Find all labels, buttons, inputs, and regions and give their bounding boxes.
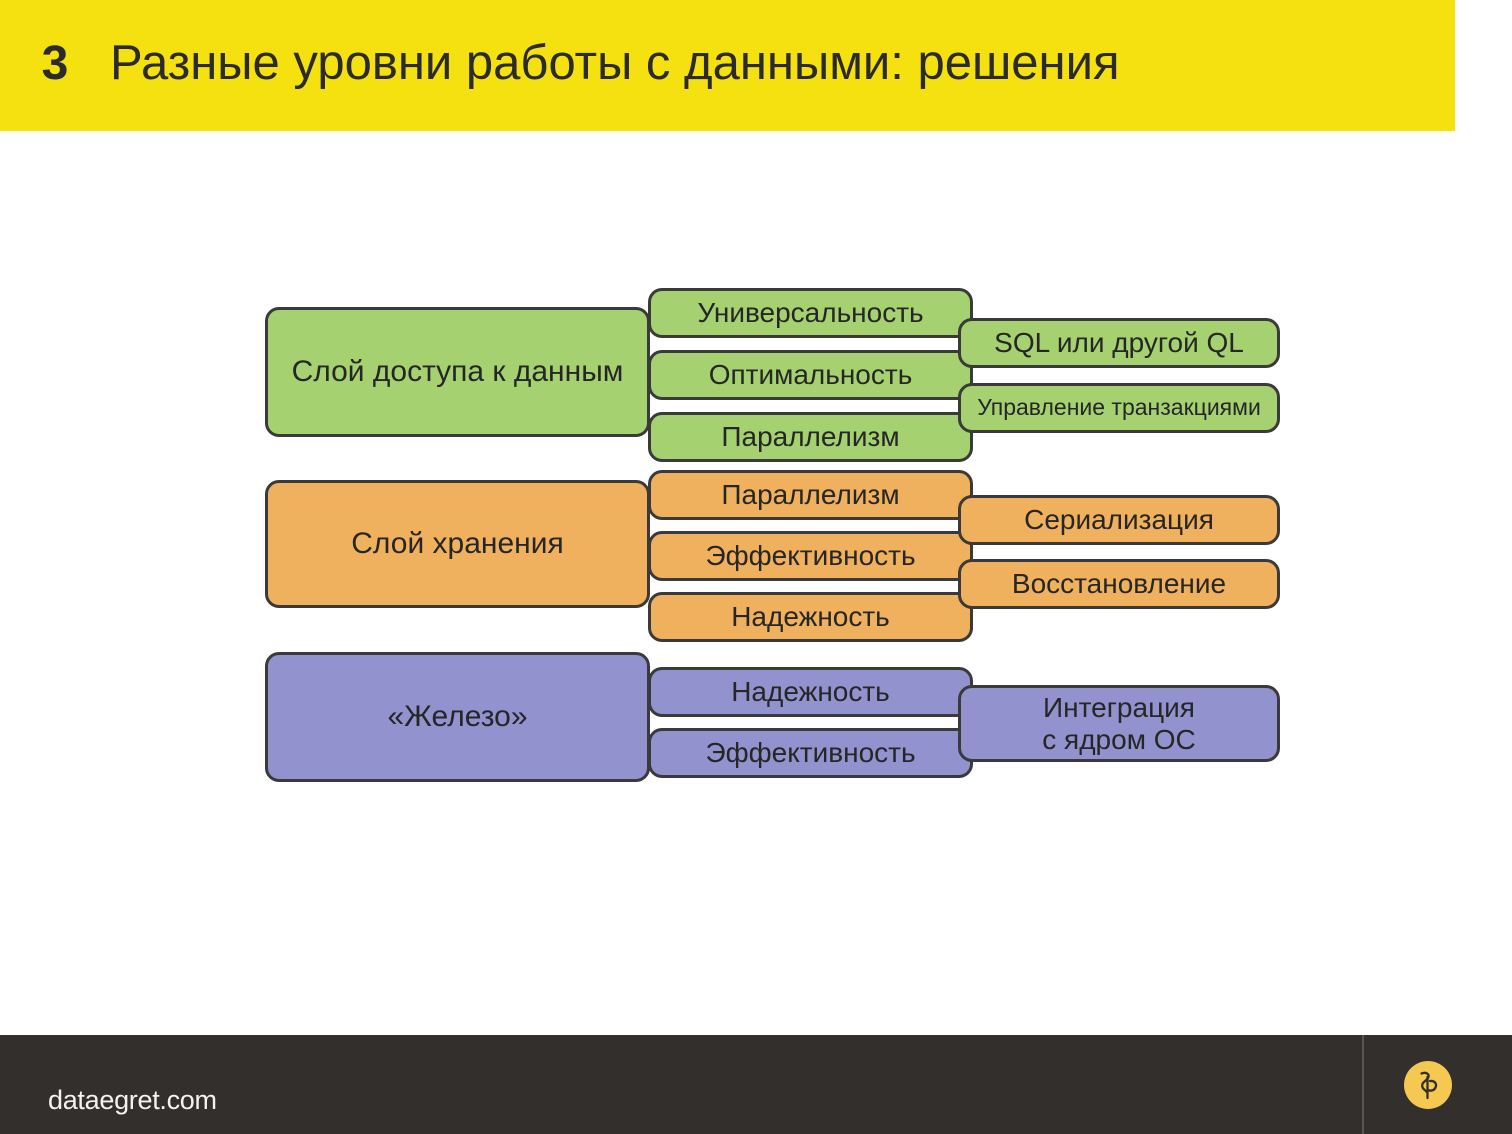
slide-header: 3 Разные уровни работы с данными: решени…: [0, 0, 1455, 131]
property-block-optimality: Оптимальность: [648, 350, 973, 400]
solution-label: Управление транзакциями: [977, 394, 1261, 421]
property-label: Параллелизм: [721, 479, 900, 511]
slide-number: 3: [41, 36, 69, 90]
solution-block-os-kernel: Интеграция с ядром ОС: [958, 685, 1280, 762]
layer-label: Слой хранения: [351, 527, 564, 561]
property-block-reliability-storage: Надежность: [648, 592, 973, 642]
property-label: Надежность: [731, 601, 890, 633]
layer-block-hardware: «Железо»: [265, 652, 650, 782]
solution-block-serialization: Сериализация: [958, 495, 1280, 545]
property-label: Эффективность: [705, 540, 916, 572]
solution-label: Сериализация: [1024, 504, 1214, 536]
layer-block-storage: Слой хранения: [265, 480, 650, 608]
property-block-universality: Универсальность: [648, 288, 973, 338]
property-label: Универсальность: [697, 297, 924, 329]
property-block-parallelism-access: Параллелизм: [648, 412, 973, 462]
slide-footer: dataegret.com: [0, 1035, 1512, 1134]
property-block-efficiency-storage: Эффективность: [648, 531, 973, 581]
property-label: Оптимальность: [708, 359, 913, 391]
property-block-parallelism-storage: Параллелизм: [648, 470, 973, 520]
solution-block-recovery: Восстановление: [958, 559, 1280, 609]
property-block-reliability-hardware: Надежность: [648, 667, 973, 717]
layer-block-data-access: Слой доступа к данным: [265, 307, 650, 437]
property-block-efficiency-hardware: Эффективность: [648, 728, 973, 778]
solution-block-transactions: Управление транзакциями: [958, 383, 1280, 433]
footer-url: dataegret.com: [48, 1085, 217, 1115]
dataegret-logo-icon: [1403, 1060, 1453, 1110]
solution-block-sql: SQL или другой QL: [958, 318, 1280, 368]
page-title: Разные уровни работы с данными: решения: [110, 35, 1120, 90]
layer-label: Слой доступа к данным: [291, 355, 624, 389]
footer-divider: [1362, 1035, 1364, 1134]
property-label: Надежность: [731, 676, 890, 708]
property-label: Эффективность: [705, 737, 916, 769]
layer-label: «Железо»: [387, 700, 528, 734]
solution-label: Восстановление: [1011, 568, 1227, 600]
solution-label: SQL или другой QL: [994, 327, 1244, 359]
property-label: Параллелизм: [721, 421, 900, 453]
solution-label: Интеграция с ядром ОС: [1042, 692, 1196, 755]
